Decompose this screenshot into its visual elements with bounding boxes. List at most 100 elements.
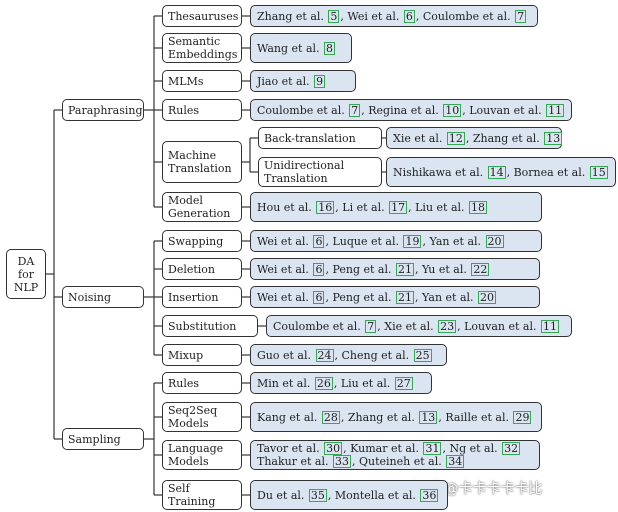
separator: , [414, 262, 422, 276]
separator: , [415, 9, 423, 23]
separator: , [325, 234, 333, 248]
separator: , [465, 131, 473, 145]
citation-number[interactable]: 20 [478, 290, 497, 304]
method-insertion: Insertion [162, 286, 242, 308]
author-text: Wang et al. [257, 41, 324, 55]
citation-number[interactable]: 6 [313, 262, 325, 276]
separator: , [334, 348, 342, 362]
reference-list: Du et al. 35, Montella et al. 36 [250, 480, 448, 510]
reference-list: Min et al. 26, Liu et al. 27 [250, 372, 432, 394]
reference-row: Zhang et al. 5, Wei et al. 6, Coulombe e… [257, 9, 527, 23]
separator: , [422, 234, 430, 248]
separator: , [325, 290, 333, 304]
citation-number[interactable]: 12 [446, 131, 465, 145]
citation-number[interactable]: 32 [502, 442, 521, 455]
separator: , [442, 442, 450, 455]
citation-number[interactable]: 18 [469, 200, 488, 214]
citation-number[interactable]: 11 [540, 319, 559, 333]
separator: , [340, 410, 348, 424]
citation-number[interactable]: 6 [313, 234, 325, 248]
reference-list: Hou et al. 16, Li et al. 17, Liu et al. … [250, 192, 542, 222]
citation-number[interactable]: 11 [546, 103, 565, 117]
root-node: DA for NLP [6, 249, 46, 299]
citation-number[interactable]: 8 [324, 41, 336, 55]
method-substitution: Substitution [162, 315, 258, 337]
citation-number[interactable]: 29 [513, 410, 532, 424]
citation-number[interactable]: 36 [420, 488, 439, 502]
author-text: Nishikawa et al. [393, 165, 487, 179]
author-text: Cheng et al. [341, 348, 413, 362]
citation-number[interactable]: 23 [438, 319, 457, 333]
author-text: Li et al. [342, 200, 389, 214]
reference-row: Kang et al. 28, Zhang et al. 13, Raille … [257, 410, 532, 424]
reference-list: Zhang et al. 5, Wei et al. 6, Coulombe e… [250, 5, 538, 27]
citation-number[interactable]: 9 [314, 74, 326, 88]
category-sampling: Sampling [62, 428, 144, 450]
author-text: Zhang et al. [347, 410, 419, 424]
reference-row: Coulombe et al. 7, Xie et al. 23, Louvan… [273, 319, 560, 333]
reference-list: Guo et al. 24, Cheng et al. 25 [250, 344, 447, 366]
reference-row: Coulombe et al. 7, Regina et al. 10, Lou… [257, 103, 565, 117]
citation-number[interactable]: 5 [328, 9, 340, 23]
citation-number[interactable]: 6 [403, 9, 415, 23]
citation-number[interactable]: 25 [413, 348, 432, 362]
citation-number[interactable]: 30 [324, 442, 343, 455]
author-text: Xie et al. [393, 131, 446, 145]
reference-list: Coulombe et al. 7, Regina et al. 10, Lou… [250, 99, 572, 121]
citation-number[interactable]: 20 [485, 234, 504, 248]
separator: , [335, 200, 343, 214]
author-text: Jiao et al. [257, 74, 314, 88]
reference-row: Guo et al. 24, Cheng et al. 25 [257, 348, 433, 362]
citation-number[interactable]: 17 [389, 200, 408, 214]
author-text: Louvan et al. [464, 319, 540, 333]
citation-number[interactable]: 34 [446, 455, 465, 468]
author-text: Tavor et al. [257, 442, 324, 455]
citation-number[interactable]: 6 [313, 290, 325, 304]
reference-list: Wang et al. 8 [250, 33, 352, 63]
citation-number[interactable]: 10 [443, 103, 462, 117]
author-text: Xie et al. [384, 319, 438, 333]
citation-number[interactable]: 24 [315, 348, 334, 362]
citation-number[interactable]: 22 [471, 262, 490, 276]
citation-number[interactable]: 28 [321, 410, 340, 424]
author-text: Yu et al. [421, 262, 471, 276]
method-mlms: MLMs [162, 70, 242, 92]
citation-number[interactable]: 21 [395, 262, 414, 276]
author-text: Peng et al. [332, 262, 395, 276]
citation-number[interactable]: 16 [316, 200, 335, 214]
method-seq2seq-models: Seq2Seq Models [162, 402, 242, 432]
citation-number[interactable]: 7 [515, 9, 527, 23]
citation-number[interactable]: 27 [394, 376, 413, 390]
method-self-training: Self Training [162, 480, 242, 510]
citation-number[interactable]: 26 [314, 376, 333, 390]
author-text: Montella et al. [334, 488, 420, 502]
method-mixup: Mixup [162, 344, 242, 366]
separator: , [325, 262, 333, 276]
citation-number[interactable]: 15 [589, 165, 608, 179]
author-text: Regina et al. [368, 103, 443, 117]
author-text: Thakur et al. [257, 455, 332, 468]
author-text: Min et al. [257, 376, 314, 390]
citation-number[interactable]: 21 [395, 290, 414, 304]
author-text: Coulombe et al. [422, 9, 515, 23]
method-swapping: Swapping [162, 230, 242, 252]
citation-number[interactable]: 14 [487, 165, 506, 179]
citation-number[interactable]: 19 [403, 234, 422, 248]
method-model-generation: Model Generation [162, 192, 242, 222]
submethod-unidirectional-translation: Unidirectional Translation [258, 157, 382, 187]
citation-number[interactable]: 13 [419, 410, 438, 424]
citation-number[interactable]: 7 [365, 319, 377, 333]
citation-number[interactable]: 31 [423, 442, 442, 455]
citation-number[interactable]: 7 [349, 103, 361, 117]
separator: , [414, 290, 422, 304]
author-text: Coulombe et al. [273, 319, 365, 333]
citation-number[interactable]: 33 [332, 455, 351, 468]
author-text: Wei et al. [257, 234, 313, 248]
citation-number[interactable]: 35 [308, 488, 327, 502]
method-deletion: Deletion [162, 258, 242, 280]
citation-number[interactable]: 13 [544, 131, 563, 145]
method-semantic-embeddings: Semantic Embeddings [162, 33, 242, 63]
author-text: Zhang et al. [257, 9, 328, 23]
author-text: Yan et al. [421, 290, 478, 304]
